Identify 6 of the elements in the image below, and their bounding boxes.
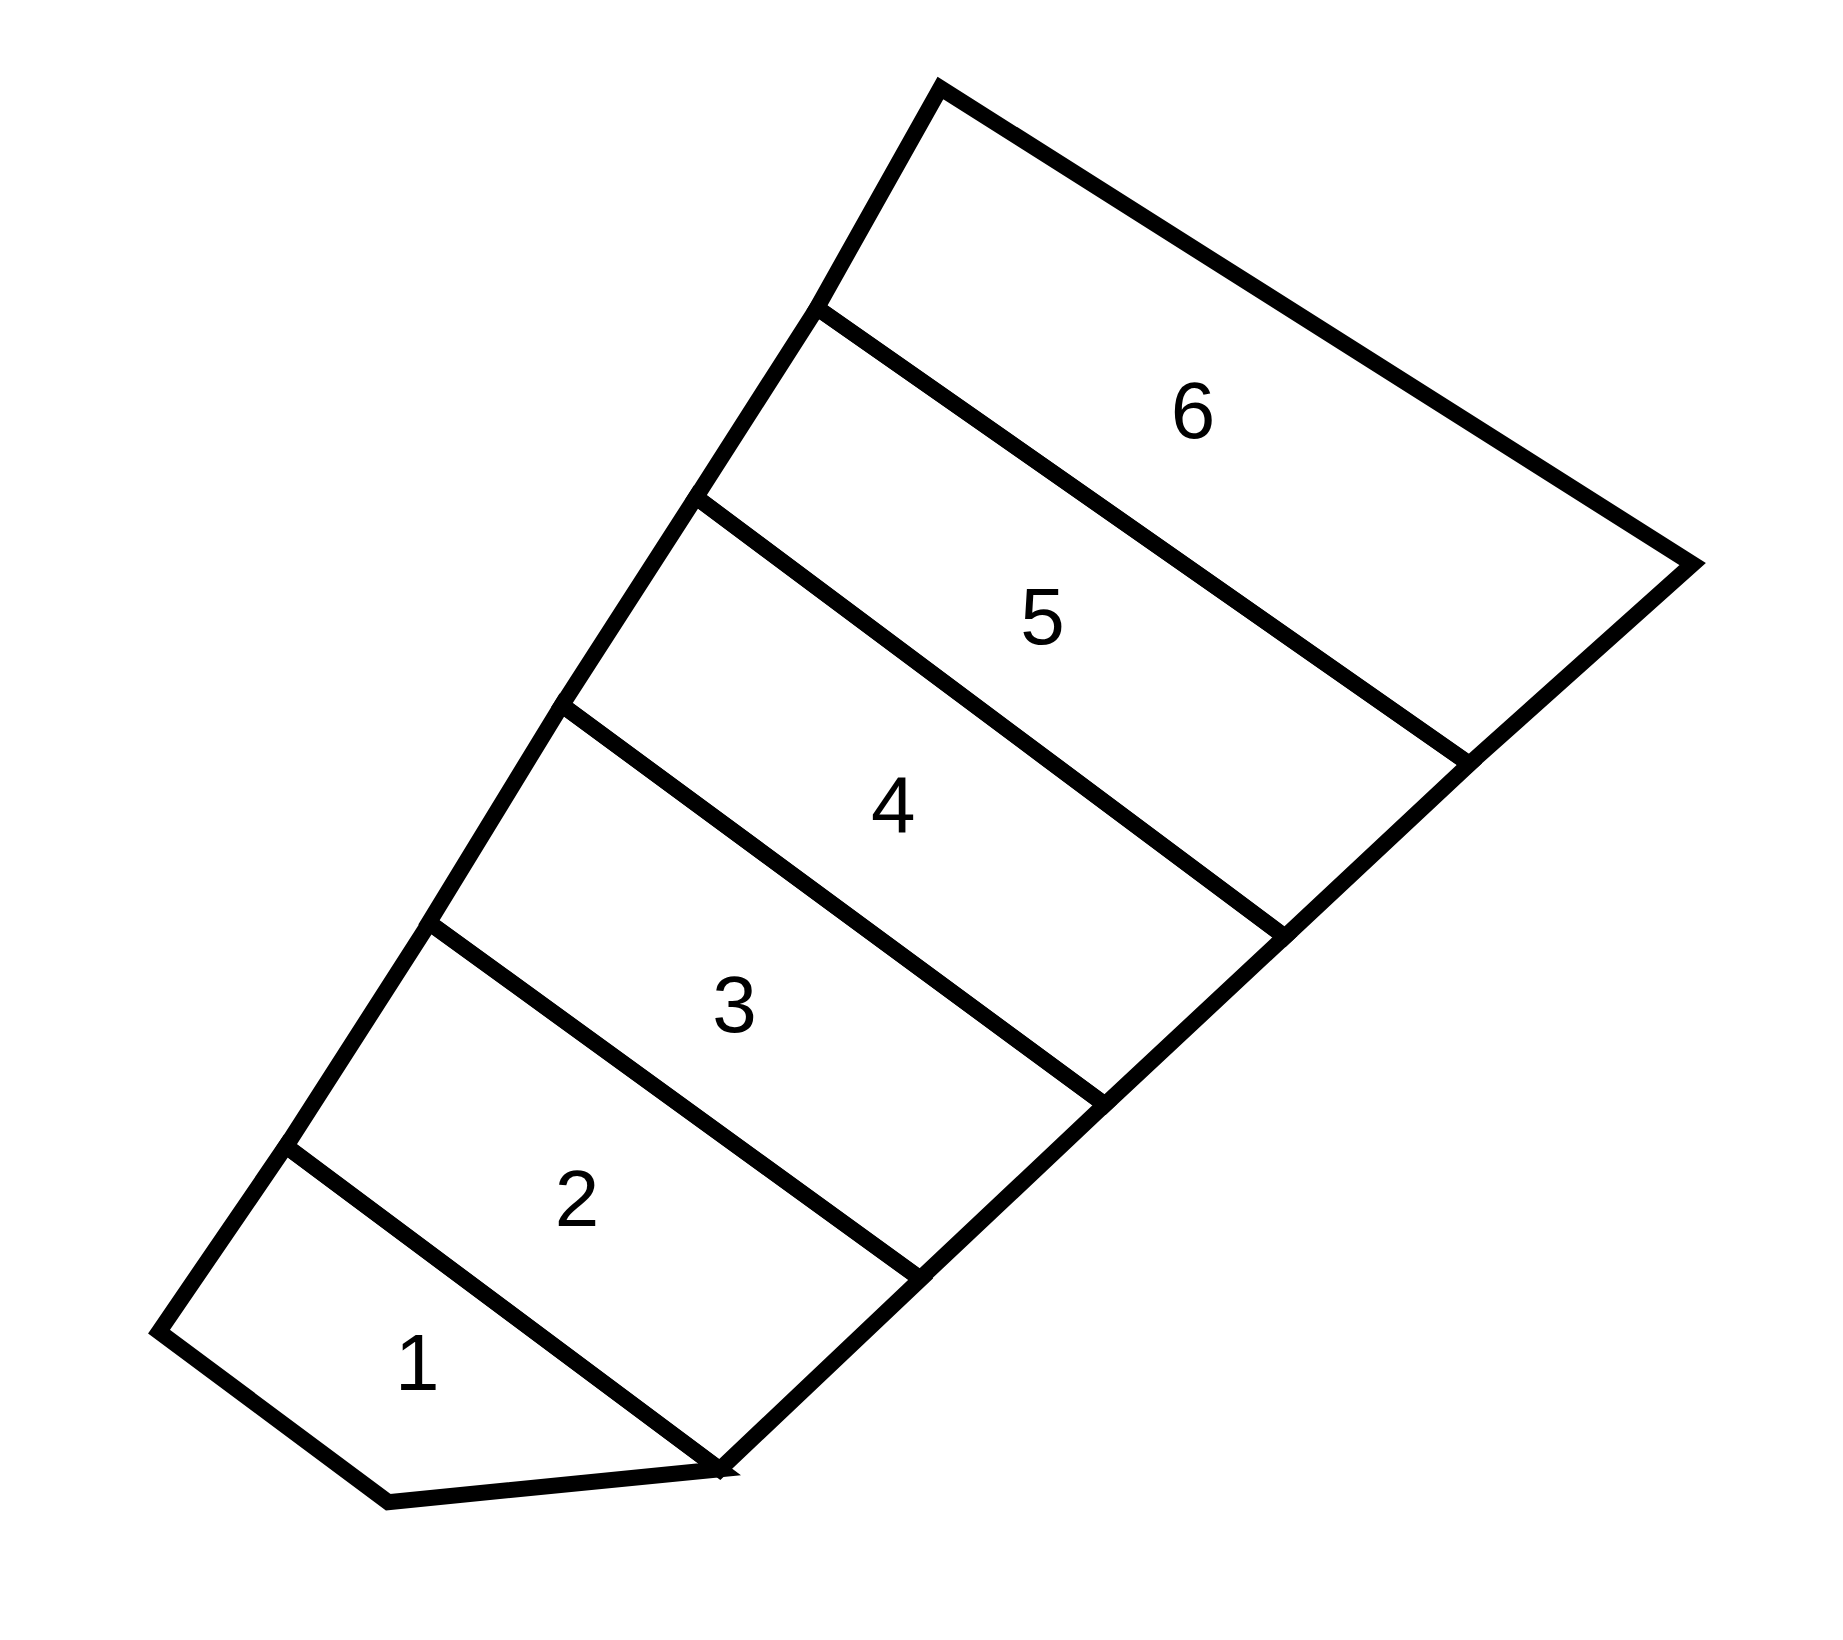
region-number: 3: [712, 964, 757, 1045]
region-number: 6: [1170, 371, 1216, 452]
region-number: 4: [871, 765, 916, 846]
region-number: 1: [395, 1323, 440, 1404]
region-number: 5: [1020, 577, 1065, 658]
region-number: 2: [554, 1158, 600, 1239]
